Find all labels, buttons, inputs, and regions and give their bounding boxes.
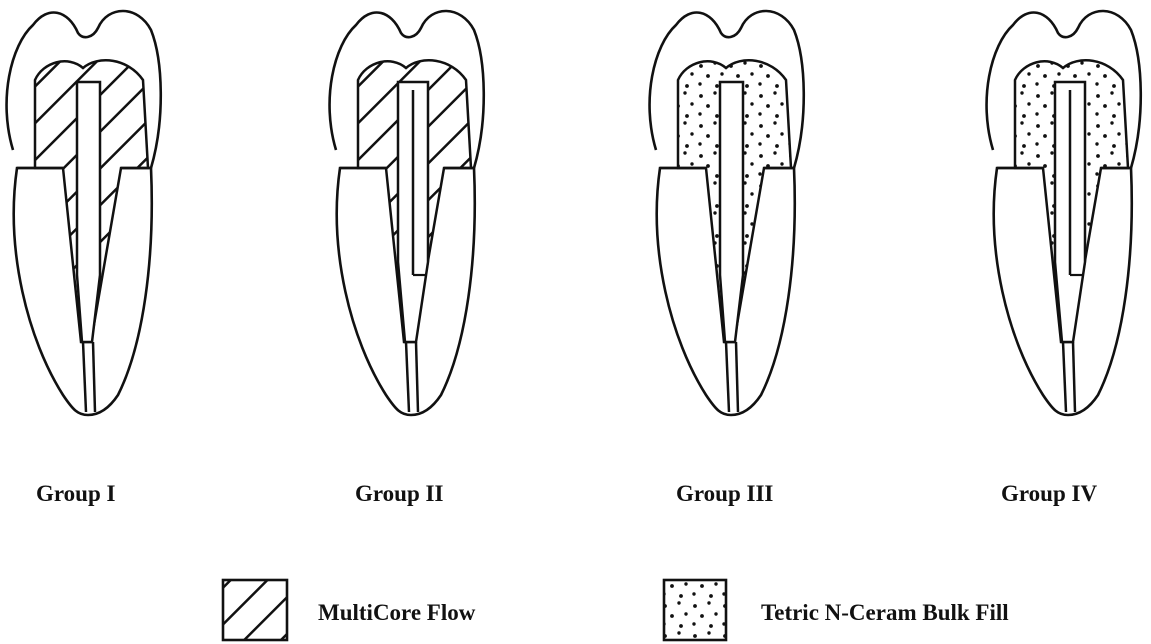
legend-label-multicore-flow: MultiCore Flow bbox=[318, 601, 475, 624]
gutta-percha bbox=[406, 342, 409, 412]
post bbox=[77, 82, 100, 342]
legend-swatch-dots bbox=[664, 580, 726, 640]
gutta-percha bbox=[93, 342, 95, 412]
tooth-group-4 bbox=[987, 11, 1141, 415]
gutta-percha bbox=[1073, 342, 1075, 412]
post bbox=[720, 82, 743, 342]
group-label-2: Group II bbox=[355, 482, 443, 505]
gutta-percha bbox=[83, 342, 86, 412]
group-label-4: Group IV bbox=[1001, 482, 1097, 505]
gutta-percha bbox=[416, 342, 418, 412]
legend-label-tetric-bulk-fill: Tetric N-Ceram Bulk Fill bbox=[761, 601, 1009, 624]
tooth-group-3 bbox=[650, 11, 804, 415]
tooth-group-1 bbox=[7, 11, 161, 415]
gutta-percha bbox=[736, 342, 738, 412]
tooth-group-2 bbox=[330, 11, 484, 415]
gutta-percha bbox=[1063, 342, 1066, 412]
legend-swatch-hatch bbox=[223, 580, 287, 640]
group-label-1: Group I bbox=[36, 482, 115, 505]
gutta-percha bbox=[726, 342, 729, 412]
group-label-3: Group III bbox=[676, 482, 773, 505]
